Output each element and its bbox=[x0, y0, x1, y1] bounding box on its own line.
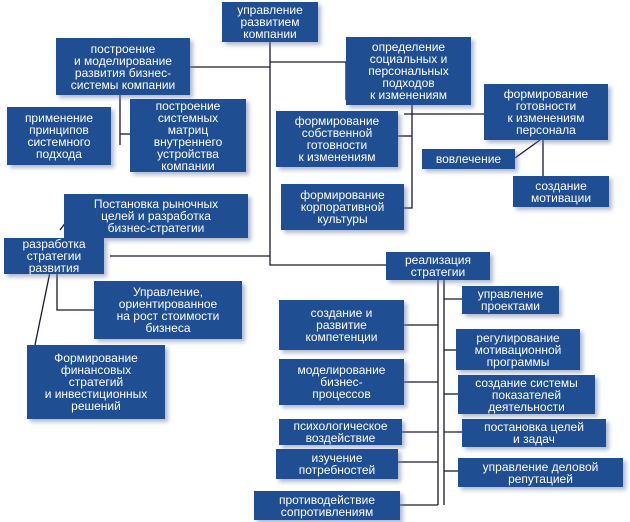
node-root: управление развитием компании bbox=[222, 2, 318, 42]
node-project-management: управление проектами bbox=[462, 286, 559, 314]
node-own-readiness: формирование собственной готовности к из… bbox=[276, 111, 398, 167]
node-process-modeling: моделирование бизнес- процессов bbox=[279, 359, 404, 405]
node-financial-strategies: Формирование финансовых стратегий и инве… bbox=[27, 345, 165, 419]
node-performance-system: создание системы показателей деятельност… bbox=[458, 375, 595, 414]
node-market-goals: Постановка рыночных целей и разработка б… bbox=[64, 194, 248, 238]
node-motivation-program: регулирование мотивационной программы bbox=[456, 329, 580, 370]
node-staff-readiness: формирование готовности к изменениям пер… bbox=[484, 84, 608, 140]
node-competencies: создание и развитие компетенции bbox=[279, 300, 404, 350]
node-reputation-management: управление деловой репутацией bbox=[458, 458, 623, 487]
node-change-approaches: определение социальных и персональных по… bbox=[346, 37, 471, 105]
node-system-approach: применение принципов системного подхода bbox=[7, 107, 111, 165]
node-goal-setting: постановка целей и задач bbox=[462, 419, 606, 447]
node-needs-study: изучение потребностей bbox=[276, 449, 398, 479]
node-business-system: построение и моделирование развития бизн… bbox=[56, 38, 190, 95]
node-corporate-culture: формирование корпоративной культуры bbox=[281, 184, 404, 230]
node-resistance: противодействие сопротивлениям bbox=[254, 491, 400, 520]
node-psychological-impact: психологическое воздействие bbox=[279, 419, 402, 445]
node-strategy-implementation: реализация стратегии bbox=[386, 252, 490, 280]
node-dev-strategy: разработка стратегии развития bbox=[4, 238, 104, 274]
node-motivation: создание мотивации bbox=[513, 176, 609, 207]
node-value-management: Управление, ориентированное на рост стои… bbox=[94, 281, 242, 339]
node-system-matrices: построение системных матриц внутреннего … bbox=[130, 99, 246, 172]
node-involvement: вовлечение bbox=[422, 149, 515, 169]
